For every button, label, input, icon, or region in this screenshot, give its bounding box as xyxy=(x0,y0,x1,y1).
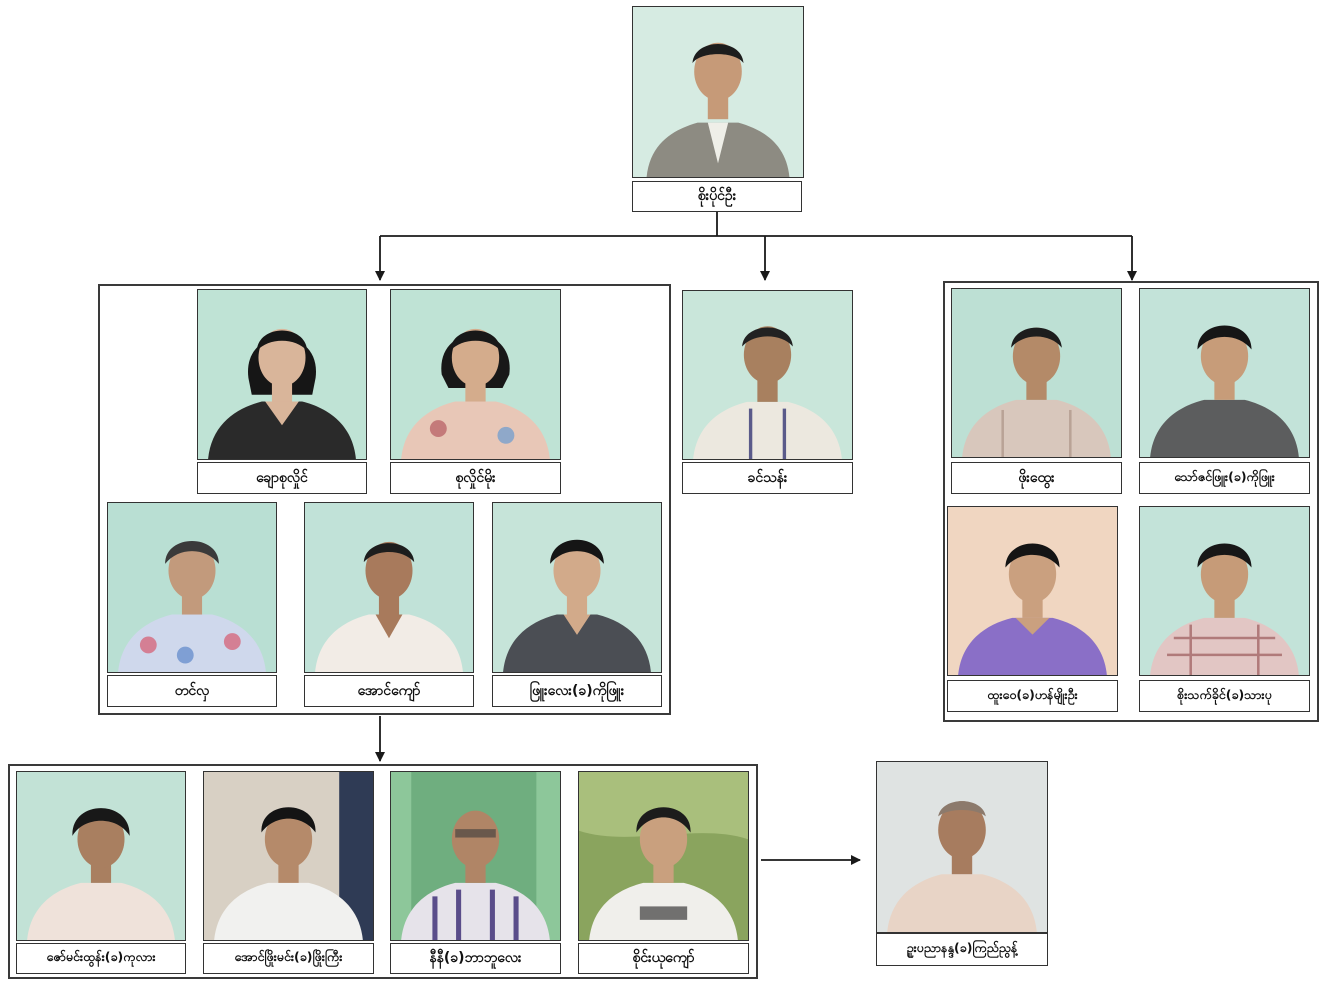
group4-person2-card: အောင်ဖြိုးမင်း(ခ)ဖြိုးကြီး xyxy=(203,771,374,974)
group4-person4-name-label: စိုင်းယုကျော် xyxy=(578,943,749,974)
portrait-photo-icon xyxy=(390,771,561,941)
group3-person2-card: သော်ဇင်ဖြူး(ခ)ကိုဖြူး xyxy=(1139,288,1310,494)
group1-person5-name-label: ဖြူးလေး(ခ)ကိုဖြူး xyxy=(492,675,662,707)
group2-person1-card: ခင်သန်း xyxy=(682,290,853,494)
group3-person2-name-label: သော်ဇင်ဖြူး(ခ)ကိုဖြူး xyxy=(1139,462,1310,494)
leader-name-label: စိုးပိုင်ဦး xyxy=(632,181,802,212)
group4-person3-card: နီနီ(ခ)ဘာဘူလေး xyxy=(390,771,561,974)
group3-person1-card: ဖိုးထွေး xyxy=(951,288,1122,494)
portrait-photo-icon xyxy=(1139,288,1310,458)
portrait-photo-icon xyxy=(947,506,1118,676)
portrait-photo-icon xyxy=(1139,506,1310,676)
group1-person4-card: အောင်ကျော် xyxy=(304,502,474,707)
group3-person4-card: စိုးသက်ခိုင်(ခ)သားပု xyxy=(1139,506,1310,712)
group4-person1-name-label: ဇော်မင်းထွန်း(ခ)ကုလား xyxy=(16,943,186,974)
group1-person4-name-label: အောင်ကျော် xyxy=(304,675,474,707)
group1-person5-card: ဖြူးလေး(ခ)ကိုဖြူး xyxy=(492,502,662,707)
portrait-photo-icon xyxy=(197,289,367,460)
portrait-photo-icon xyxy=(682,290,853,460)
final-person-name-label: ဉူးပညာနန္ဒ(ခ)ကြည်ညွန့် xyxy=(876,933,1048,966)
portrait-photo-icon xyxy=(951,288,1122,458)
group1-person1-name-label: ချောစုလှိုင် xyxy=(197,462,367,494)
group1-person2-name-label: စုလှိုင်မိုး xyxy=(390,462,561,494)
final-person-card: ဉူးပညာနန္ဒ(ခ)ကြည်ညွန့် xyxy=(876,761,1048,966)
portrait-photo-icon xyxy=(16,771,186,941)
group3-person3-card: ထူးဝေ(ခ)ဟန်မျိုးဦး xyxy=(947,506,1118,712)
group1-person2-card: စုလှိုင်မိုး xyxy=(390,289,561,494)
group2-person1-name-label: ခင်သန်း xyxy=(682,462,853,494)
portrait-photo-icon xyxy=(492,502,662,673)
group1-person1-card: ချောစုလှိုင် xyxy=(197,289,367,494)
portrait-photo-icon xyxy=(203,771,374,941)
group3-person4-name-label: စိုးသက်ခိုင်(ခ)သားပု xyxy=(1139,680,1310,712)
group1-person3-card: တင်လှ xyxy=(107,502,277,707)
portrait-photo-icon xyxy=(578,771,749,941)
group4-person4-card: စိုင်းယုကျော် xyxy=(578,771,749,974)
portrait-photo-icon xyxy=(390,289,561,460)
group3-person1-name-label: ဖိုးထွေး xyxy=(951,462,1122,494)
portrait-photo-icon xyxy=(107,502,277,673)
portrait-photo-icon xyxy=(304,502,474,673)
group4-person2-name-label: အောင်ဖြိုးမင်း(ခ)ဖြိုးကြီး xyxy=(203,943,374,974)
leader-card: စိုးပိုင်ဦး xyxy=(632,6,804,212)
group4-person3-name-label: နီနီ(ခ)ဘာဘူလေး xyxy=(390,943,561,974)
portrait-photo-icon xyxy=(632,6,804,178)
group3-person3-name-label: ထူးဝေ(ခ)ဟန်မျိုးဦး xyxy=(947,680,1118,712)
portrait-photo-icon xyxy=(876,761,1048,933)
group1-person3-name-label: တင်လှ xyxy=(107,675,277,707)
group4-person1-card: ဇော်မင်းထွန်း(ခ)ကုလား xyxy=(16,771,186,974)
